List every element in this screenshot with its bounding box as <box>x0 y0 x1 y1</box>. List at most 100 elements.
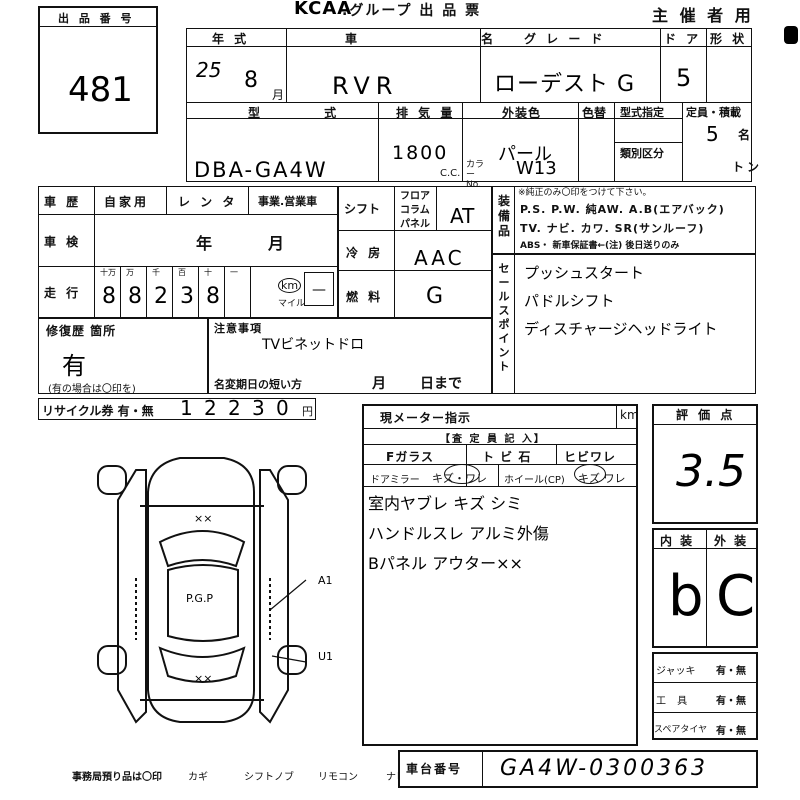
score-value: 3.5 <box>676 446 746 497</box>
history-commercial[interactable]: 事業.営業車 <box>258 195 318 208</box>
chassis-box <box>398 750 758 788</box>
cc-unit: C.C. <box>440 168 461 179</box>
body-type-label: 形 状 <box>710 32 748 46</box>
notes-label: 注意事項 <box>214 322 262 335</box>
repair-label: 修復歴 箇所 <box>46 324 117 338</box>
tire-rl <box>97 645 127 675</box>
displacement-label: 排 気 量 <box>396 106 456 120</box>
corner-mark <box>784 26 798 44</box>
door-value: 5 <box>676 64 692 92</box>
car-info-table <box>186 28 752 182</box>
front-glass <box>158 530 246 568</box>
recycle-digit: 0 <box>276 396 289 420</box>
inspector-comment: Bパネル アウター×× <box>368 554 523 573</box>
mileage-digit-label: 十万 <box>100 268 116 277</box>
ac-label: 冷 房 <box>346 246 384 260</box>
repair-box <box>38 318 208 394</box>
meter-label: 現メーター指示 <box>380 411 472 425</box>
glass-label: Fガラス <box>386 450 434 464</box>
mileage-digit: 8 <box>206 284 220 309</box>
capacity-label: 定員・積載 <box>686 106 741 119</box>
color-no-value: W13 <box>516 158 557 179</box>
history-private[interactable]: 自家用 <box>104 195 150 209</box>
tools-label: 工 具 <box>656 696 692 707</box>
history-table <box>38 186 338 318</box>
designation-label: 型式指定 <box>620 106 664 119</box>
mileage-digit: 8 <box>128 284 142 309</box>
notes-box <box>208 318 492 394</box>
mileage-digit-label: 百 <box>178 268 186 277</box>
jack-options[interactable]: 有・無 <box>716 666 746 677</box>
shift-option: フロア <box>400 191 430 202</box>
inspector-label: 【査 定 員 記 入】 <box>440 434 546 445</box>
deadline-label: 名変期日の短い方 <box>214 378 302 391</box>
mileage-digit-label: 千 <box>152 268 160 277</box>
diagram-mark: U1 <box>318 650 334 663</box>
jack-label: ジャッキ <box>656 666 696 677</box>
equipment-line-2[interactable]: TV. ナビ. カワ. SR(サンルーフ) <box>520 222 705 235</box>
tools-box <box>652 652 758 740</box>
fuel-label: 燃 料 <box>346 290 384 304</box>
interior-value: b <box>668 564 704 629</box>
exterior-color-label: 外装色 <box>502 106 542 120</box>
deadline-day: 日まで <box>420 376 462 392</box>
fuel-value: G <box>426 284 444 309</box>
score-label: 評 価 点 <box>676 408 736 422</box>
mile-box[interactable] <box>304 272 334 306</box>
year-value: 25 <box>196 58 222 82</box>
diagram-mark: A1 <box>318 574 333 587</box>
recycle-box <box>38 398 316 420</box>
recycle-digit: 1 <box>180 396 193 420</box>
history-rental[interactable]: レ ン タ <box>178 195 238 209</box>
repair-value: 有 <box>62 352 86 380</box>
chassis-value: GA4W-0300363 <box>500 756 709 781</box>
spare-options[interactable]: 有・無 <box>716 726 746 737</box>
model-label: 型 式 <box>248 106 367 120</box>
tools-options[interactable]: 有・無 <box>716 696 746 707</box>
sales-point: パドルシフト <box>524 292 615 310</box>
inspection-month-unit: 月 <box>268 234 288 253</box>
recycle-unit: 円 <box>302 405 313 418</box>
lot-number-value: 481 <box>68 70 133 110</box>
color-no-label: カラー No. <box>466 160 485 190</box>
specs-table <box>338 186 492 318</box>
tire-fl <box>97 465 127 495</box>
equipment-label: 装 備 品 <box>497 194 510 238</box>
interior-label: 内 装 <box>660 534 695 548</box>
grade-value: ローデスト G <box>494 72 636 97</box>
recycle-digit: 2 <box>228 396 241 420</box>
month-unit: 月 <box>272 88 285 102</box>
meter-unit: km <box>620 408 639 422</box>
inspector-comment: 室内ヤブレ キズ シミ <box>368 494 523 513</box>
diagram-mark: ×× <box>194 672 213 685</box>
recycle-label: リサイクル券 有・無 <box>42 404 154 418</box>
notes-value: TVビネットドロ <box>262 337 365 353</box>
repaint-label: 色替 <box>582 106 607 120</box>
category-label: 類別区分 <box>620 147 664 160</box>
history-label: 車 歴 <box>44 195 82 209</box>
inspection-year-unit: 年 <box>196 234 216 253</box>
shift-option: コラム <box>400 205 430 216</box>
deadline-month: 月 <box>372 376 389 392</box>
exterior-label: 外 装 <box>714 534 749 548</box>
lot-number-label: 出 品 番 号 <box>58 12 135 25</box>
meter-box <box>362 404 638 746</box>
chassis-label: 車台番号 <box>406 762 463 776</box>
diagram-mark: P.G.P <box>186 592 214 605</box>
roof <box>167 564 239 642</box>
mileage-label: 走 行 <box>44 286 82 300</box>
rear-glass <box>158 646 246 683</box>
left-side <box>117 469 147 724</box>
chip-label: ト ビ 石 <box>482 450 532 464</box>
sales-points-label: セールスポイント <box>498 262 510 373</box>
form-title: .グループ 出 品 票 <box>342 3 482 19</box>
mileage-digit: 3 <box>180 284 194 309</box>
ton-unit: トン <box>732 160 763 174</box>
equipment-line-3[interactable]: ABS・ 新車保証書←(注) 後日送りのみ <box>520 241 680 251</box>
car-name-label: 車 名 <box>345 32 554 46</box>
recycle-digit: 3 <box>252 396 265 420</box>
copy-label: 主 催 者 用 <box>652 6 754 25</box>
shift-option: パネル <box>400 219 430 230</box>
equipment-line-1[interactable]: P.S. P.W. 純AW. A.B(エアバック) <box>520 203 725 216</box>
